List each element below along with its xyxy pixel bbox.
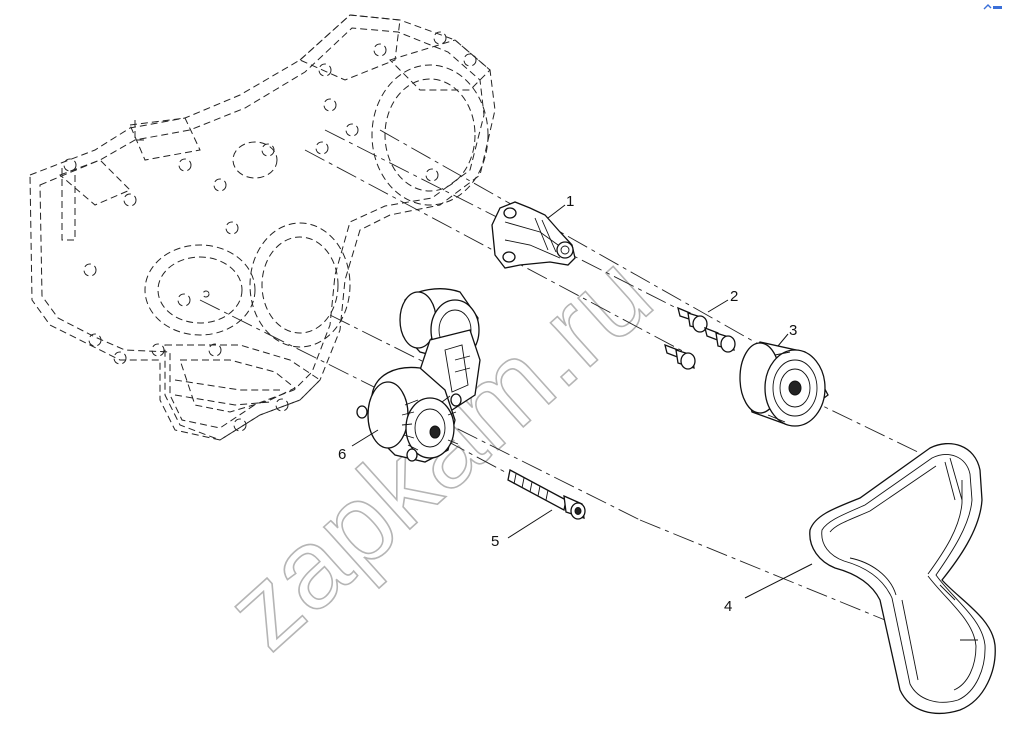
callout-5: 5	[491, 533, 499, 550]
callout-1: 1	[566, 193, 574, 210]
leader-lines	[351, 204, 813, 599]
callout-2: 2	[730, 288, 738, 305]
bolt-a	[677, 306, 708, 333]
callout-labels: 1 2 3 4 5 6	[338, 193, 797, 615]
part-6-belt-tensioner	[356, 288, 481, 463]
part-3-idler-pulley	[739, 341, 829, 427]
leader-3	[777, 333, 789, 347]
callout-4: 4	[724, 598, 732, 615]
leader-6	[351, 429, 379, 447]
part-4-drive-belt	[809, 443, 996, 714]
callout-3: 3	[789, 322, 797, 339]
part-5-long-bolt	[507, 469, 586, 520]
part-1-tensioner-bracket	[491, 201, 576, 269]
bolt-c	[664, 343, 696, 370]
callout-6: 6	[338, 446, 346, 463]
leader-1	[547, 204, 566, 219]
part-2-bolts	[664, 306, 736, 370]
bolt-b	[704, 326, 736, 353]
gear-housing-phantom	[29, 14, 496, 441]
leader-4	[744, 563, 813, 599]
leader-5	[507, 509, 553, 539]
leader-2	[707, 299, 729, 313]
logo-mark-icon	[983, 4, 1002, 10]
